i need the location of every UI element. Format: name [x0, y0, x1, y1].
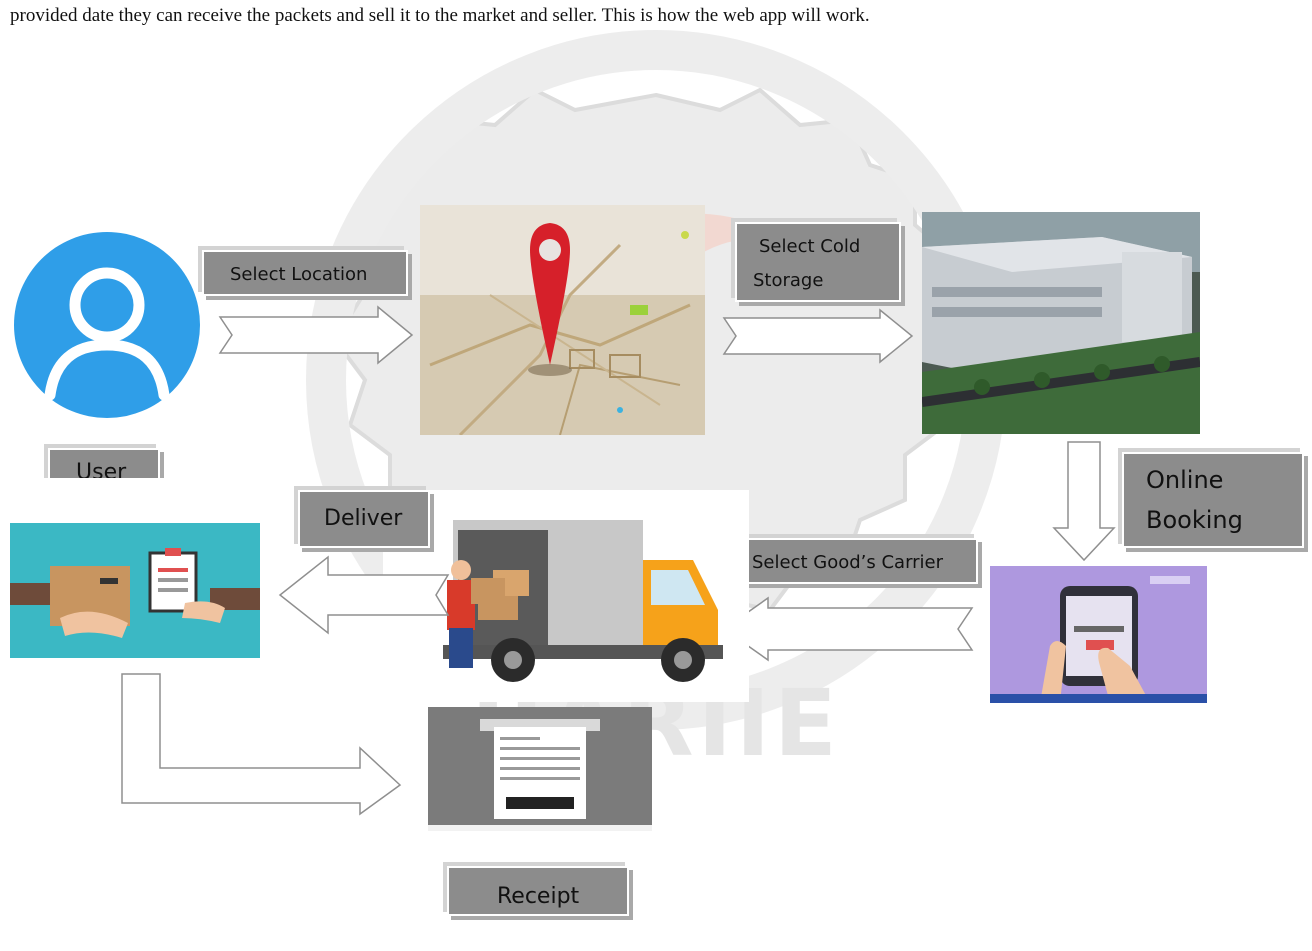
receipt-label: Receipt — [447, 866, 629, 916]
arrow-booking-to-carrier — [722, 596, 974, 662]
package-handover-image — [10, 523, 260, 658]
intro-paragraph: provided date they can receive the packe… — [10, 5, 870, 26]
delivery-truck-image — [443, 520, 723, 682]
warehouse-image — [922, 212, 1200, 434]
user-tile — [12, 210, 202, 440]
online-booking-label: Online Booking — [1122, 452, 1304, 548]
receipt-image — [428, 707, 652, 831]
select-carrier-label: Select Good’s Carrier — [730, 538, 978, 584]
map-tile — [420, 205, 705, 435]
receipt-tile — [428, 707, 652, 831]
deliver-tile — [10, 478, 260, 703]
online-booking-tile — [990, 566, 1207, 703]
select-location-label: Select Location — [202, 250, 408, 296]
phone-booking-image — [990, 566, 1207, 703]
carrier-tile — [383, 490, 749, 702]
arrow-user-to-location — [218, 305, 414, 365]
select-cold-storage-label: Select Cold Storage — [735, 222, 901, 302]
arrow-cold-storage-to-booking — [1052, 441, 1116, 562]
warehouse-tile — [922, 212, 1200, 434]
arrow-carrier-to-deliver — [278, 555, 450, 635]
map-pin-icon — [420, 205, 705, 435]
deliver-label: Deliver — [298, 490, 430, 548]
arrow-location-to-cold-storage — [722, 308, 914, 364]
user-avatar-icon — [14, 232, 200, 418]
arrow-deliver-to-receipt — [121, 673, 402, 816]
